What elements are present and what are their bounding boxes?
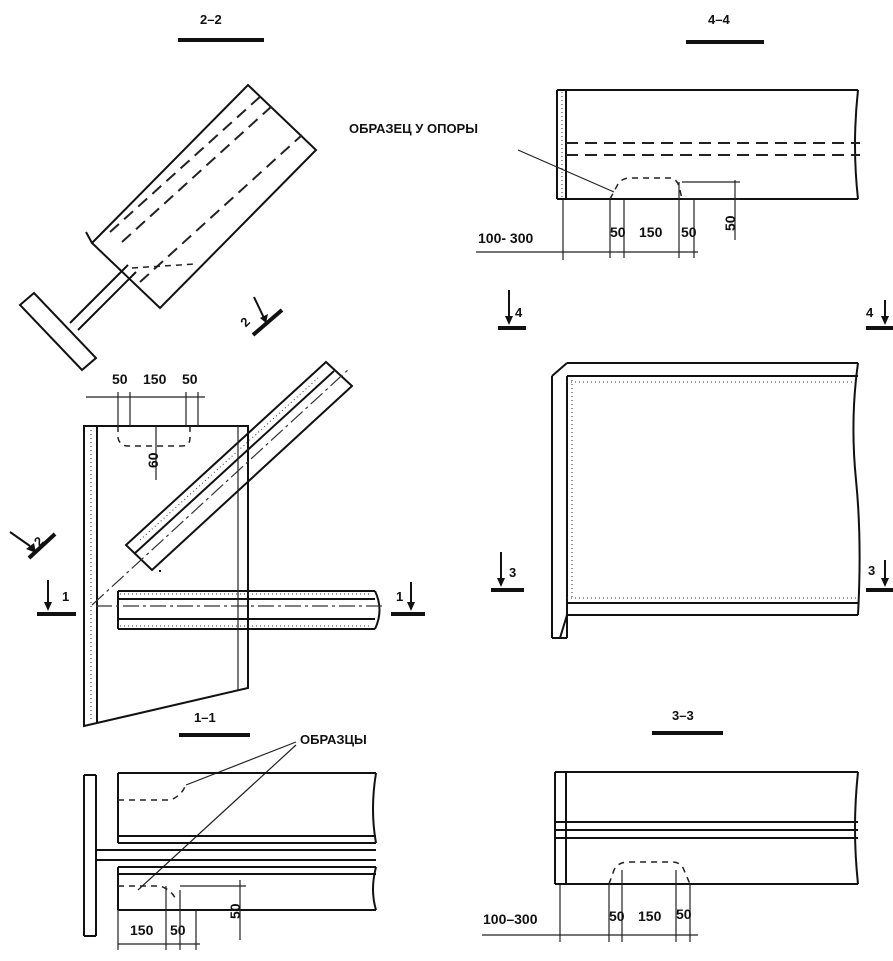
section-markers-right: 4 4 3 3 (491, 290, 893, 592)
section-4-4-view: 4–4 ОБРАЗЕЦ У ОПОРЫ 100- 300 50 150 50 5… (349, 12, 860, 260)
dim-3-3-b: 150 (638, 908, 662, 924)
section-2-2-view: 2–2 2 (18, 12, 318, 372)
dim-3-3-a: 50 (609, 908, 625, 924)
dim-gusset-b: 150 (143, 371, 167, 387)
sample-at-support-label: ОБРАЗЕЦ У ОПОРЫ (349, 121, 478, 136)
dim-3-3-c: 50 (676, 906, 692, 922)
section-marker-4-left: 4 (515, 305, 523, 320)
gusset-connection-view: 50 150 50 60 2 1 1 (9, 360, 425, 728)
section-marker-1-left: 1 (62, 589, 69, 604)
section-marker-1-right: 1 (396, 589, 403, 604)
section-marker-3-left: 3 (509, 565, 516, 580)
dim-gusset-c: 50 (182, 371, 198, 387)
section-marker-2-top: 2 (237, 314, 253, 330)
section-marker-3-right: 3 (868, 563, 875, 578)
section-3-3-title: 3–3 (672, 708, 694, 723)
dim-4-4-b: 150 (639, 224, 663, 240)
dim-1-1-a: 150 (130, 922, 154, 938)
dim-gusset-a: 50 (112, 371, 128, 387)
beam-elevation-view (551, 362, 861, 639)
dim-3-3-support-offset: 100–300 (483, 911, 538, 927)
dim-4-4-a: 50 (610, 224, 626, 240)
dim-1-1-height: 50 (227, 903, 243, 919)
section-1-1-title: 1–1 (194, 710, 216, 725)
dim-1-1-b: 50 (170, 922, 186, 938)
section-marker-4-right: 4 (866, 305, 874, 320)
dim-4-4-c: 50 (681, 224, 697, 240)
dim-gusset-height: 60 (145, 452, 161, 468)
section-1-1-view: 1–1 ОБРАЗЦЫ 150 50 (83, 710, 377, 950)
section-3-3-view: 3–3 100–300 50 150 50 (482, 708, 859, 942)
section-2-2-title: 2–2 (200, 12, 222, 27)
section-4-4-title: 4–4 (708, 12, 730, 27)
samples-label: ОБРАЗЦЫ (300, 732, 367, 747)
dim-4-4-height: 50 (722, 215, 738, 231)
dim-4-4-support-offset: 100- 300 (478, 230, 533, 246)
